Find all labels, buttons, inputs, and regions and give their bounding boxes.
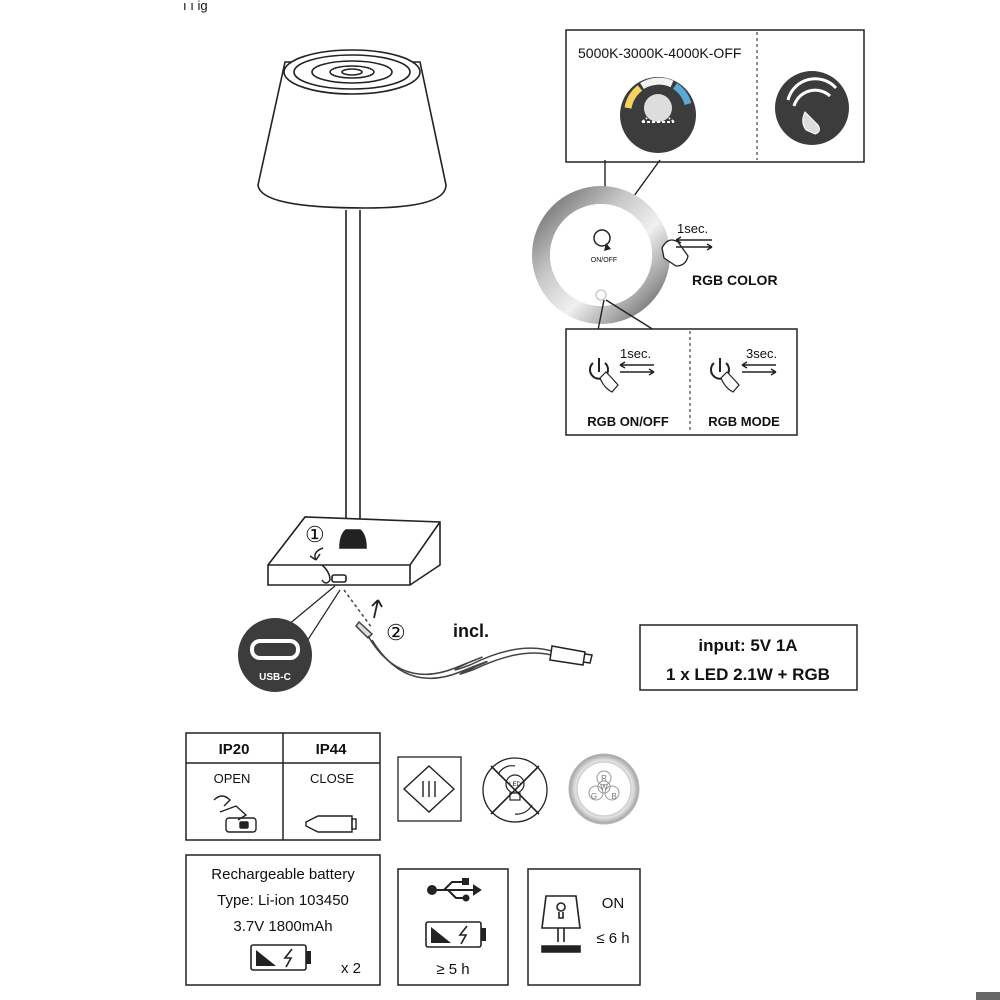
svg-text:①: ①	[305, 522, 325, 547]
power-touch-icon	[589, 358, 619, 393]
rgb-mode-label: RGB MODE	[708, 414, 780, 429]
runtime-state: ON	[602, 895, 625, 912]
top-text-fragment: ı ı ig	[183, 0, 208, 13]
spec-input: input: 5V 1A	[698, 636, 797, 655]
step-2-connect-cable: ②	[371, 599, 406, 645]
battery-charging-icon-2	[425, 921, 486, 948]
corner-mark	[976, 992, 1000, 1000]
rgb-mode-cell: 3sec. RGB MODE	[708, 346, 780, 429]
runtime-box: ON ≤ 6 h	[527, 868, 641, 986]
lamp-pole	[345, 210, 361, 538]
rgbw-letter-r: R	[601, 774, 607, 783]
spec-led: 1 x LED 2.1W + RGB	[666, 665, 830, 684]
lamp-illustration	[257, 49, 447, 586]
charge-time: ≥ 5 h	[436, 961, 469, 978]
rgb-onoff-label: RGB ON/OFF	[587, 414, 669, 429]
step-1-open-cover: ①	[305, 522, 331, 584]
battery-type: Type: Li-ion 103450	[217, 892, 349, 909]
runtime-time: ≤ 6 h	[596, 930, 629, 947]
charge-time-box: ≥ 5 h	[397, 868, 509, 986]
cct-panel: 5000K-3000K-4000K-OFF	[565, 29, 865, 163]
ip-rating-table: IP20 IP44 OPEN CLOSE	[185, 732, 381, 841]
rgbw-letter-w: W	[600, 783, 608, 792]
cct-dial-icon	[620, 77, 696, 153]
onoff-label: ON/OFF	[591, 257, 617, 264]
rgb-onoff-time: 1sec.	[620, 346, 651, 361]
rgb-control-panel: 1sec. RGB ON/OFF 3sec. RGB MODE	[565, 328, 798, 436]
non-replaceable-led-icon: LED	[482, 757, 548, 823]
ip44-state: CLOSE	[310, 771, 354, 786]
ip44-rating: IP44	[316, 741, 348, 758]
ip20-rating: IP20	[219, 741, 250, 758]
ip20-state: OPEN	[214, 771, 251, 786]
port-open-icon	[213, 795, 257, 833]
rgbw-icon: R G W B	[568, 753, 640, 825]
usb-icon	[427, 878, 482, 902]
usb-cable	[343, 589, 593, 680]
lamp-base	[267, 516, 441, 586]
lamp-shade	[257, 61, 447, 209]
port-closed-icon	[305, 815, 357, 833]
svg-text:②: ②	[386, 620, 406, 645]
rgbw-letter-b: B	[611, 792, 616, 801]
battery-capacity: 3.7V 1800mAh	[233, 918, 332, 935]
rgbw-letter-g: G	[591, 792, 597, 801]
usb-c-badge: USB-C	[238, 585, 341, 692]
rgb-color-label: RGB COLOR	[692, 272, 778, 288]
ring-hold-time: 1sec.	[677, 221, 708, 236]
spec-box: input: 5V 1A 1 x LED 2.1W + RGB	[639, 624, 858, 691]
cct-sequence: 5000K-3000K-4000K-OFF	[578, 45, 741, 61]
lamp-shade-top	[283, 49, 421, 95]
lamp-on-icon	[541, 895, 581, 953]
battery-charging-icon	[250, 944, 311, 971]
ring-touch-hand-icon	[661, 239, 689, 267]
touch-ring: ON/OFF 1sec. RGB COLOR	[532, 186, 778, 324]
svg-text:USB-C: USB-C	[259, 672, 291, 683]
rgb-touch-icon	[775, 71, 849, 145]
rgb-onoff-cell: 1sec. RGB ON/OFF	[587, 346, 669, 429]
onoff-touch-icon	[593, 229, 611, 251]
battery-box: Rechargeable battery Type: Li-ion 103450…	[185, 854, 381, 986]
battery-title: Rechargeable battery	[211, 866, 355, 883]
battery-count: x 2	[341, 960, 361, 977]
cable-included-label: incl.	[453, 621, 489, 641]
led-icon-text: LED	[509, 782, 521, 788]
power-touch-icon-2	[710, 358, 740, 393]
class-iii-symbol	[397, 756, 462, 822]
rgb-mode-time: 3sec.	[746, 346, 777, 361]
